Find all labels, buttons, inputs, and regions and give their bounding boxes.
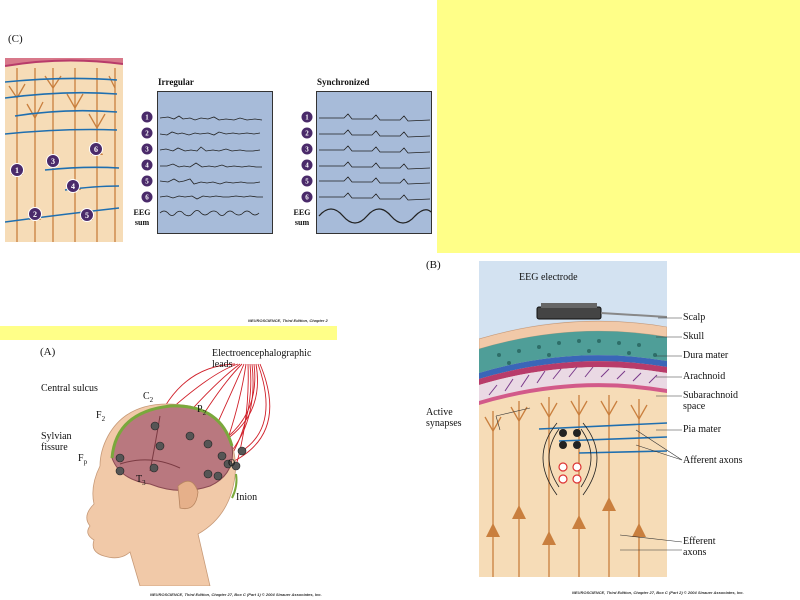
- subarachnoid-label: Subarachnoid space: [683, 390, 738, 412]
- subarachnoid-line2: space: [683, 401, 706, 412]
- yellow-strip-left: [0, 326, 337, 340]
- electrode-t3-letter: T: [136, 474, 143, 485]
- cortex-layers-figure: [479, 261, 667, 577]
- irregular-title: Irregular: [158, 77, 194, 87]
- electrode-fp-sub: p: [83, 458, 88, 466]
- electrode-fp-letter: F: [78, 453, 84, 464]
- synchronized-channel-3: 3: [305, 146, 309, 154]
- leads-label-line2: leads: [212, 359, 233, 370]
- sylvian-fissure-label: Sylvian fissure: [41, 431, 72, 453]
- electrode-p2-sub: 2: [202, 409, 207, 417]
- efferent-line1: Efferent: [683, 536, 716, 547]
- neuron-number-4: 4: [71, 182, 75, 191]
- head-figure: [86, 363, 271, 586]
- scalp-label: Scalp: [683, 312, 706, 323]
- neuron-number-5: 5: [85, 211, 89, 220]
- electrode-f2-label: F2: [96, 410, 105, 425]
- neuron-number-2: 2: [33, 210, 37, 219]
- synchronized-title: Synchronized: [317, 77, 370, 87]
- electrode-o-label: O: [228, 458, 236, 469]
- dura-mater-label: Dura mater: [683, 350, 729, 361]
- panel-c-credit: NEUROSCIENCE, Third Edition, Chapter 2: [248, 318, 328, 323]
- neuron-number-3: 3: [51, 157, 55, 166]
- panel-c-cortex-figure: 1 2 3 4 5 6: [5, 58, 123, 242]
- irregular-channel-4: 4: [145, 162, 149, 170]
- sylvian-line2: fissure: [41, 442, 68, 453]
- eeg-electrode-label: EEG electrode: [519, 272, 578, 283]
- irregular-channel-5: 5: [145, 178, 149, 186]
- central-sulcus-label: Central sulcus: [41, 383, 98, 394]
- neuron-number-1: 1: [15, 166, 19, 175]
- irregular-eeg-sum-line1: EEG: [133, 208, 151, 217]
- leads-label: Electroencephalographic leads: [212, 348, 311, 370]
- panel-c-letter: (C): [8, 33, 23, 45]
- synchronized-eeg-sum-label: EEG sum: [290, 208, 314, 228]
- synchronized-channel-5: 5: [305, 178, 309, 186]
- subarachnoid-line1: Subarachnoid: [683, 390, 738, 401]
- synchronized-trace-box: [316, 91, 432, 234]
- irregular-channel-badges: 1 2 3 4 5 6: [140, 111, 154, 212]
- irregular-channel-2: 2: [145, 130, 149, 138]
- arachnoid-label: Arachnoid: [683, 371, 726, 382]
- synchronized-channel-4: 4: [305, 162, 309, 170]
- panel-a-letter: (A): [40, 346, 56, 358]
- panel-b-credit: NEUROSCIENCE, Third Edition, Chapter 27,…: [572, 590, 744, 595]
- leads-label-line1: Electroencephalographic: [212, 348, 312, 359]
- synchronized-channel-2: 2: [305, 130, 309, 138]
- panel-a-credit: NEUROSCIENCE, Third Edition, Chapter 27,…: [150, 592, 322, 597]
- active-line1: Active: [426, 407, 453, 418]
- electrode-p2-label: P2: [197, 404, 206, 419]
- electrode-t3-label: T3: [136, 474, 146, 489]
- synchronized-channel-6: 6: [305, 194, 309, 202]
- electrode-c2-letter: C: [143, 391, 150, 402]
- panel-b-leader-lines: [495, 317, 683, 551]
- neuron-number-6: 6: [94, 145, 98, 154]
- efferent-line2: axons: [683, 547, 707, 558]
- efferent-axons-label: Efferent axons: [683, 536, 716, 558]
- skull-label: Skull: [683, 331, 705, 342]
- synchronized-eeg-sum-line2: sum: [294, 218, 310, 227]
- electrode-c2-label: C2: [143, 391, 153, 406]
- electrode-f2-letter: F: [96, 410, 102, 421]
- inion-label: Inion: [236, 492, 258, 503]
- yellow-block-top-right: [437, 0, 800, 253]
- afferent-axons-label: Afferent axons: [683, 455, 743, 466]
- synchronized-channel-1: 1: [305, 114, 309, 122]
- sylvian-line1: Sylvian: [41, 431, 72, 442]
- irregular-eeg-sum-label: EEG sum: [130, 208, 154, 228]
- electrode-fp-label: Fp: [78, 453, 87, 468]
- synchronized-channel-badges: 1 2 3 4 5 6: [300, 111, 314, 212]
- pia-mater-label: Pia mater: [683, 424, 722, 435]
- synchronized-eeg-sum-line1: EEG: [293, 208, 311, 217]
- active-synapses-label: Active synapses: [426, 407, 462, 429]
- electrode-p2-letter: P: [197, 404, 203, 415]
- electrode-f2-sub: 2: [101, 415, 106, 423]
- electrode-c2-sub: 2: [149, 396, 154, 404]
- irregular-eeg-sum-line2: sum: [134, 218, 150, 227]
- irregular-trace-box: [157, 91, 273, 234]
- irregular-channel-3: 3: [145, 146, 149, 154]
- electrode-t3-sub: 3: [142, 479, 146, 487]
- irregular-channel-1: 1: [145, 114, 149, 122]
- active-line2: synapses: [426, 418, 462, 429]
- panel-b-letter: (B): [426, 259, 441, 271]
- irregular-channel-6: 6: [145, 194, 149, 202]
